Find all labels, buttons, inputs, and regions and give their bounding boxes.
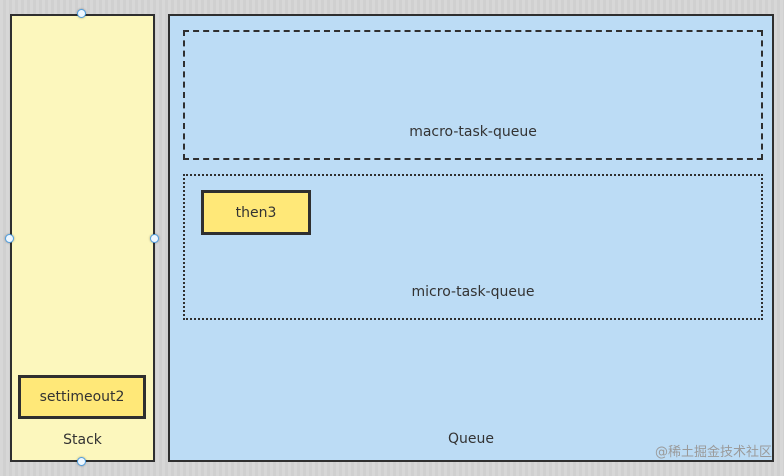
- task-settimeout2-label: settimeout2: [39, 389, 125, 405]
- selection-handle-right[interactable]: [150, 234, 159, 243]
- micro-task-queue-shape[interactable]: then3 micro-task-queue: [183, 174, 763, 320]
- task-settimeout2[interactable]: settimeout2: [18, 375, 146, 419]
- stack-label: Stack: [63, 432, 102, 448]
- stack-shape[interactable]: settimeout2 Stack: [10, 14, 155, 462]
- queue-shape[interactable]: macro-task-queue then3 micro-task-queue …: [168, 14, 774, 462]
- task-then3[interactable]: then3: [201, 190, 311, 235]
- selection-handle-left[interactable]: [5, 234, 14, 243]
- macro-task-queue-label: macro-task-queue: [409, 124, 537, 140]
- macro-task-queue-shape[interactable]: macro-task-queue: [183, 30, 763, 160]
- selection-handle-bottom[interactable]: [77, 457, 86, 466]
- micro-task-queue-label: micro-task-queue: [411, 284, 535, 300]
- watermark: @稀土掘金技术社区: [654, 445, 772, 460]
- task-then3-label: then3: [235, 204, 277, 221]
- selection-handle-top[interactable]: [77, 9, 86, 18]
- queue-label: Queue: [448, 431, 494, 447]
